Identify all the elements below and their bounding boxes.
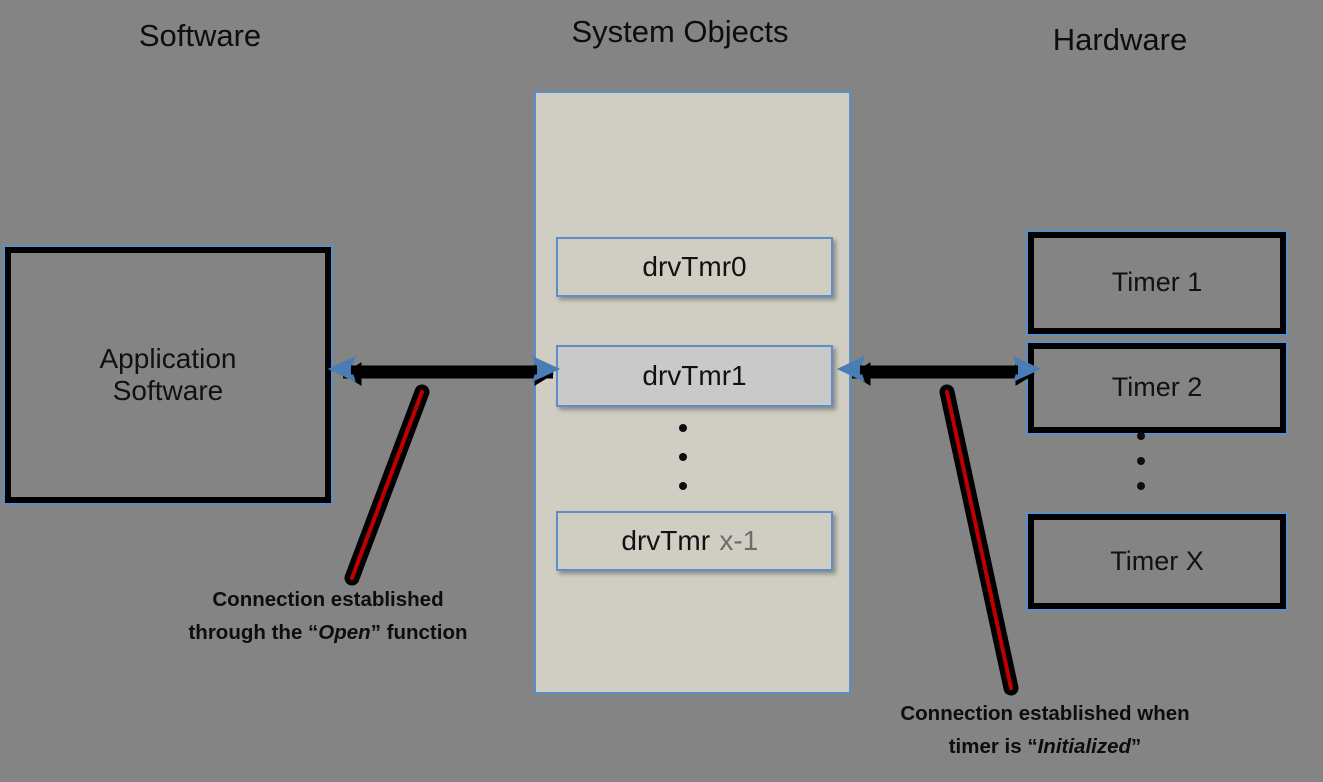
box-inner-border	[1028, 232, 1286, 334]
annotation-initialized-emphasis: Initialized	[1037, 734, 1132, 758]
annotation-initialized-line1: Connection established when	[900, 702, 1190, 725]
annotation-open-connection: Connection established through the “Open…	[128, 584, 528, 650]
timer-1-label: Timer 1	[1111, 267, 1203, 298]
system-object-drvtmr0[interactable]: drvTmr0	[556, 237, 833, 297]
annotation-initialized-quote-close: ”	[1131, 734, 1142, 758]
drvtmr0-label: drvTmr0	[642, 251, 747, 282]
hardware-timer-1-box[interactable]: Timer 1	[1026, 230, 1289, 337]
box-inner-border	[5, 247, 331, 503]
annotation-open-quote-close: ”	[370, 620, 381, 644]
hardware-timer-x-box[interactable]: Timer X	[1026, 512, 1289, 612]
annotation-open-quote-open: “	[308, 620, 319, 644]
ellipsis-dot	[1137, 457, 1145, 465]
annotation-open-line1: Connection established	[212, 588, 444, 611]
hardware-timer-2-box[interactable]: Timer 2	[1026, 341, 1289, 436]
application-software-box[interactable]: Application Software	[3, 245, 334, 506]
ellipsis-dot	[679, 482, 687, 490]
application-software-label: Application Software	[99, 342, 237, 406]
column-title-system-objects: System Objects	[571, 14, 789, 49]
timer-2-label: Timer 2	[1111, 372, 1203, 403]
system-objects-ellipsis	[678, 424, 688, 490]
system-object-drvtmr-x-minus-1[interactable]: drvTmr ( x-1 )	[556, 511, 833, 571]
box-inner-border	[1028, 343, 1286, 433]
ellipsis-dot	[1137, 432, 1145, 440]
timer-x-label: Timer X	[1110, 545, 1204, 576]
drvtmrx-paren-open: (	[710, 525, 720, 556]
box-inner-border	[1028, 514, 1286, 609]
drvtmrx-index-label: x-1	[719, 525, 759, 556]
ellipsis-dot	[1137, 482, 1145, 490]
drvtmrx-paren-close: )	[758, 525, 768, 556]
column-title-hardware: Hardware	[1052, 22, 1188, 57]
annotation-initialized-connection: Connection established when timer is “In…	[845, 698, 1245, 764]
annotation-open-emphasis: Open	[318, 620, 371, 644]
drvtmr1-label: drvTmr1	[642, 360, 747, 391]
drvtmrx-base-label: drvTmr	[621, 525, 711, 556]
column-title-software: Software	[138, 18, 262, 53]
annotation-open-line2: through the “Open” function	[128, 617, 528, 650]
annotation-open-suffix: function	[380, 620, 468, 644]
annotation-initialized-line2: timer is “Initialized”	[845, 731, 1245, 764]
ellipsis-dot	[679, 453, 687, 461]
pointer-line-open-annotation	[330, 380, 450, 595]
connector-system-objects-to-hardware[interactable]	[834, 352, 1046, 397]
pointer-line-initialized-annotation	[925, 380, 1035, 700]
ellipsis-dot	[679, 424, 687, 432]
connector-software-to-system-objects[interactable]	[325, 352, 565, 397]
annotation-open-prefix: through the	[188, 620, 309, 644]
system-object-drvtmr1[interactable]: drvTmr1	[556, 345, 833, 407]
hardware-ellipsis	[1136, 432, 1146, 490]
annotation-initialized-prefix: timer is	[948, 734, 1028, 758]
annotation-initialized-quote-open: “	[1027, 734, 1038, 758]
